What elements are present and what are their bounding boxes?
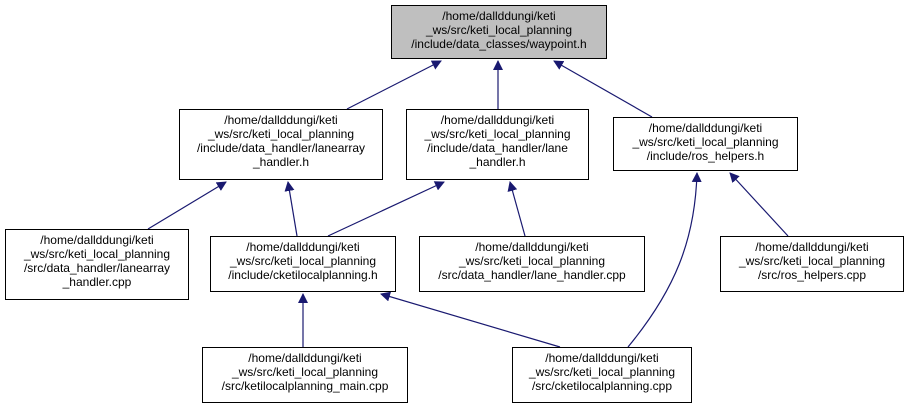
node-line: _ws/src/keti_local_planning (23, 247, 171, 261)
node-line: /home/dallddungi/keti (440, 113, 555, 127)
edge-lanearray-handler-h-to-waypoint-h (346, 60, 442, 110)
node-line: _ws/src/keti_local_planning (424, 127, 571, 141)
node-line: /src/data_handler/lane_handler.cpp (438, 268, 626, 282)
node-line: /home/dallddungi/keti (755, 240, 869, 254)
node-line: _ws/src/keti_local_planning (229, 254, 377, 268)
node-ros-helpers-cpp[interactable]: /home/dallddungi/keti _ws/src/keti_local… (720, 236, 904, 292)
node-waypoint-h[interactable]: /home/dallddungi/keti _ws/src/keti_local… (391, 5, 607, 59)
node-line: /include/data_handler/lanearray (196, 141, 366, 155)
node-line: _ws/src/keti_local_planning (458, 254, 606, 268)
node-line: /home/dallddungi/keti (648, 121, 763, 135)
node-cketilocalplanning-cpp[interactable]: /home/dallddungi/keti _ws/src/keti_local… (512, 347, 692, 403)
node-lanearray-handler-h[interactable]: /home/dallddungi/keti _ws/src/keti_local… (179, 109, 383, 180)
node-lane-handler-cpp[interactable]: /home/dallddungi/keti _ws/src/keti_local… (419, 236, 645, 292)
node-line: /include/data_classes/waypoint.h (411, 37, 587, 51)
node-line: _ws/src/keti_local_planning (231, 365, 379, 379)
edge-cketilocalplanning-h-to-lane-handler-h (327, 181, 445, 237)
edge-cketilocalplanning-h-to-lanearray-handler-h (284, 181, 298, 237)
node-line: _ws/src/keti_local_planning (207, 127, 355, 141)
node-line: /home/dallddungi/keti (475, 240, 589, 254)
edge-lanearray-handler-cpp-to-lanearray-handler-h (147, 181, 227, 230)
node-line: _ws/src/keti_local_planning (425, 23, 573, 37)
edge-ros-helpers-cpp-to-ros-helpers-h (729, 172, 789, 237)
node-line: _ws/src/keti_local_planning (528, 365, 676, 379)
node-lane-handler-h[interactable]: /home/dallddungi/keti _ws/src/keti_local… (406, 109, 589, 180)
node-line: /src/cketilocalplanning.cpp (531, 379, 673, 393)
edge-cketilocalplanning-cpp-to-cketilocalplanning-h (380, 291, 561, 348)
node-line: _handler.cpp (62, 275, 132, 289)
node-lanearray-handler-cpp[interactable]: /home/dallddungi/keti _ws/src/keti_local… (5, 229, 189, 300)
edge-lane-handler-cpp-to-lane-handler-h (507, 181, 526, 237)
node-line: /home/dallddungi/keti (224, 113, 338, 127)
node-cketilocalplanning-h[interactable]: /home/dallddungi/keti _ws/src/keti_local… (210, 236, 396, 292)
node-line: /include/data_handler/lane (427, 141, 568, 155)
node-line: /home/dallddungi/keti (545, 351, 659, 365)
node-ros-helpers-h[interactable]: /home/dallddungi/keti _ws/src/keti_local… (613, 117, 798, 171)
node-line: /src/data_handler/lanearray (23, 261, 171, 275)
node-line: /home/dallddungi/keti (248, 351, 362, 365)
node-ketilocalplanning-main-cpp[interactable]: /home/dallddungi/keti _ws/src/keti_local… (202, 347, 408, 403)
edge-cketilocalplanning-cpp-to-ros-helpers-h (627, 172, 702, 348)
node-line: /include/cketilocalplanning.h (228, 268, 378, 282)
node-line: _ws/src/keti_local_planning (632, 135, 779, 149)
node-line: /home/dallddungi/keti (40, 233, 154, 247)
node-line: /src/ros_helpers.cpp (757, 268, 867, 282)
node-line: _ws/src/keti_local_planning (738, 254, 886, 268)
node-line: /src/ketilocalplanning_main.cpp (221, 379, 389, 393)
edge-ros-helpers-h-to-waypoint-h (553, 60, 653, 118)
node-line: _handler.h (252, 155, 310, 169)
node-line: /home/dallddungi/keti (442, 9, 556, 23)
node-line: /include/ros_helpers.h (646, 149, 765, 163)
node-line: _handler.h (469, 155, 526, 169)
node-line: /home/dallddungi/keti (246, 240, 360, 254)
